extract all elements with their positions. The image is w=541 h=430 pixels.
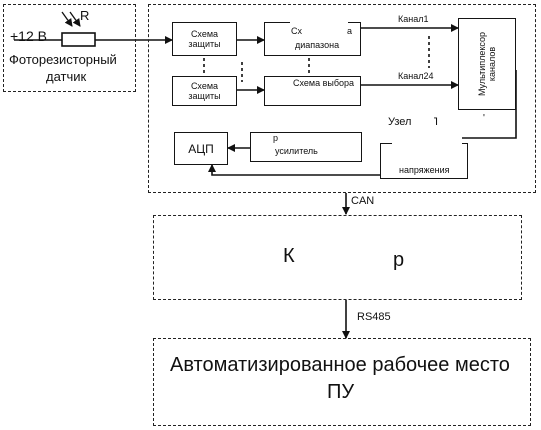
range-bottom-text: диапазона: [295, 40, 340, 50]
multiplexer-line2: каналов: [487, 46, 497, 82]
voltage-label: +12 В: [10, 28, 47, 44]
sensor-frame: [3, 4, 136, 92]
sensor-name-line1: Фоторезисторный: [9, 52, 117, 67]
light-ray-1: [61, 11, 73, 27]
range-top-right-text: а: [347, 26, 353, 36]
protection-1-line1: Схема: [190, 29, 219, 39]
workstation-line2: ПУ: [327, 381, 355, 403]
range-obscured-patch: [290, 10, 348, 24]
controller-frame: [153, 215, 522, 300]
can-label: CAN: [351, 195, 375, 207]
rs485-label: RS485: [357, 311, 391, 323]
range-block: Сх а диапазона: [264, 22, 361, 56]
protection-circuit-1: Схема защиты: [172, 22, 237, 56]
amplifier-bottom-text: усилитель: [275, 146, 318, 156]
adc-unit-frame: [148, 4, 536, 193]
multiplexer-line1: Мультиплексор: [477, 31, 487, 97]
controller-fragment-left: К: [283, 245, 295, 267]
adc-unit-label: Узел АЦП: [388, 116, 438, 128]
resistor-label: R: [80, 8, 90, 23]
protection-2-line1: Схема: [190, 81, 219, 91]
channel-1-label: Канал1: [398, 14, 429, 24]
workstation-line1: Автоматизированное рабочее место: [170, 354, 510, 376]
protection-circuit-2: Схема защиты: [172, 76, 237, 106]
reference-obscured-patch: [392, 126, 462, 158]
adc-block: АЦП: [174, 132, 228, 165]
workstation-frame: [153, 338, 531, 426]
light-ray-2: [69, 11, 81, 27]
select-label: Схема выбора: [293, 78, 355, 88]
resistor-body: [61, 32, 96, 47]
amplifier-top-text: р: [273, 133, 279, 143]
protection-1-line2: защиты: [188, 39, 221, 49]
mux-output-wire: [446, 70, 517, 139]
tick-mark: ': [483, 113, 485, 124]
amplifier-block: р усилитель: [250, 132, 362, 162]
adc-unit-label-patch: [414, 113, 434, 128]
multiplexer-block: Мультиплексор каналов: [458, 18, 516, 110]
sensor-name-line2: датчик: [46, 69, 87, 84]
controller-fragment-right: р: [393, 249, 405, 271]
range-top-text: Сх: [291, 26, 302, 36]
reference-bottom-text: напряжения: [399, 165, 450, 175]
channel-24-label: Канал24: [398, 71, 434, 81]
adc-label: АЦП: [188, 141, 214, 156]
select-block: Схема выбора: [264, 76, 361, 106]
reference-to-adc-arrow: [208, 164, 380, 176]
protection-2-line2: защиты: [188, 91, 221, 101]
